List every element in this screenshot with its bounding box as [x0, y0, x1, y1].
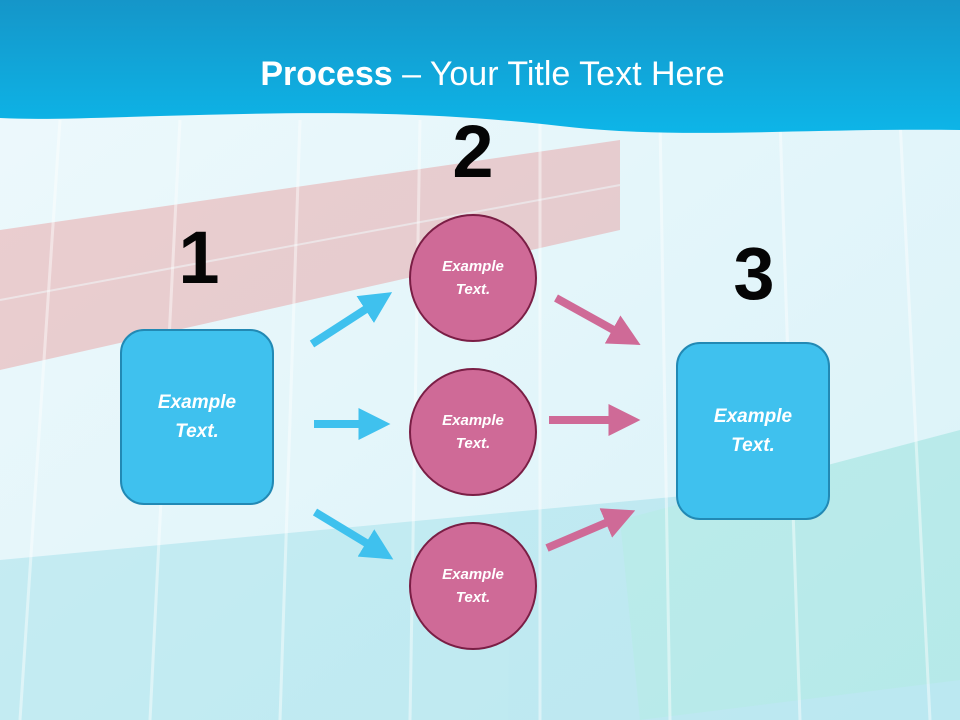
step-number-1: 1 — [178, 216, 220, 299]
left-box-text: Example Text. — [157, 392, 237, 442]
sheet-ribs — [18, 119, 932, 720]
header-band — [0, 0, 960, 133]
circle-top: Example Text. — [409, 214, 537, 342]
step-number-2: 2 — [452, 110, 494, 193]
circle-top-text: Example Text. — [442, 258, 504, 298]
red-sheet-texture — [0, 140, 621, 370]
circle-middle-text: Example Text. — [442, 412, 504, 452]
left-box: Example Text. — [120, 329, 274, 505]
arrow-right-up — [545, 508, 636, 552]
slide-title: Process – Your Title Text Here — [0, 52, 960, 96]
circle-middle: Example Text. — [409, 368, 537, 496]
arrow-right-down — [554, 294, 641, 345]
arrow-left-up — [309, 292, 393, 348]
title-bold: Process — [260, 55, 393, 93]
title-rest: – Your Title Text Here — [392, 55, 725, 93]
right-box: Example Text. — [676, 342, 830, 520]
arrow-left-down — [312, 508, 394, 560]
circle-bottom: Example Text. — [409, 522, 537, 650]
right-box-text: Example Text. — [713, 406, 793, 456]
circle-bottom-text: Example Text. — [442, 566, 504, 606]
step-number-3: 3 — [733, 232, 775, 315]
